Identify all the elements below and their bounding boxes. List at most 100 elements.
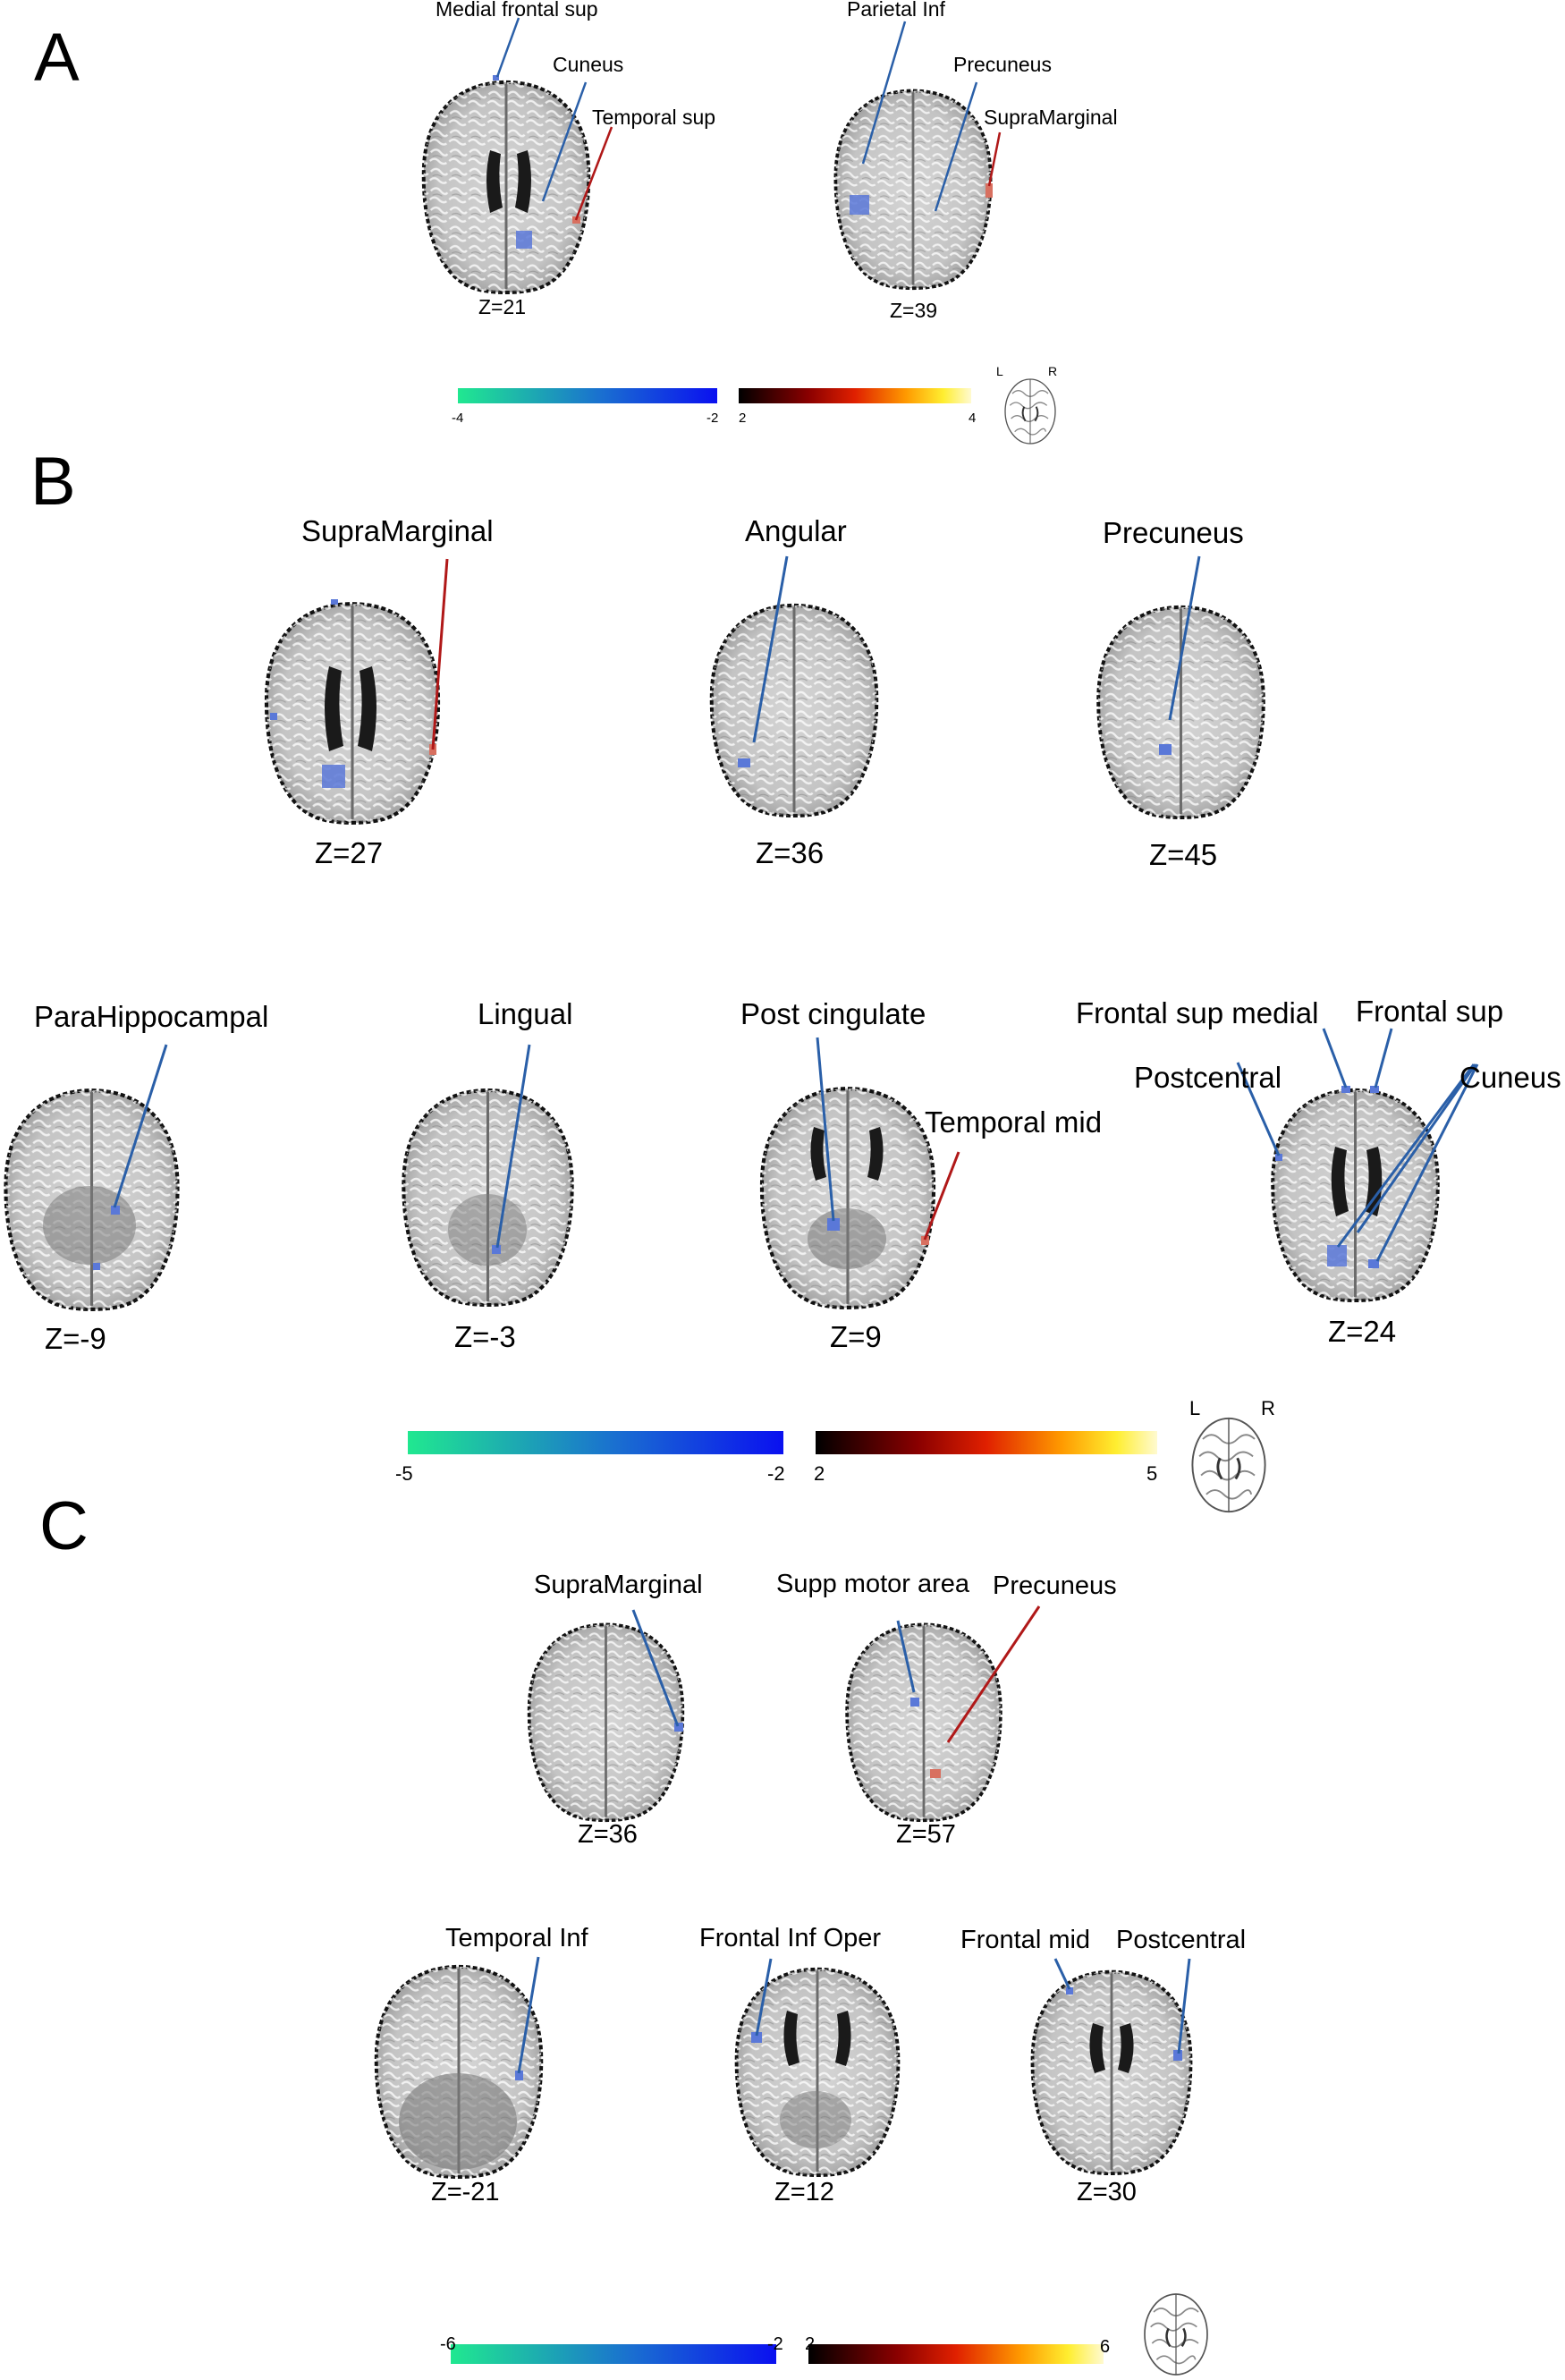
region-label: Temporal sup [592,106,715,129]
colorbar-tick: 2 [805,2334,815,2354]
slice-z-label: Z=36 [756,836,824,869]
region-label: Precuneus [1103,516,1244,549]
slice-c-z36: SupraMarginal Z=36 [527,1571,703,1849]
leader-line [1375,1063,1479,1262]
region-label: Temporal Inf [445,1924,589,1952]
colorbar-tick: 5 [1146,1462,1157,1485]
ventricle [810,1127,826,1181]
orientation-left: L [996,364,1003,378]
leader-line [861,21,907,165]
leader-line [1322,1028,1348,1088]
slice-z-label: Z=27 [315,836,383,869]
cerebellum [780,2091,851,2148]
leader-line [896,1620,916,1693]
cluster-negative [111,1206,120,1215]
region-label: Precuneus [993,1571,1117,1600]
slice-b-z24: Frontal sup medial Frontal sup Postcentr… [1076,995,1561,1348]
region-label: SupraMarginal [301,514,494,547]
brain-slice-image [266,604,438,823]
cluster-negative [751,2032,762,2043]
orientation-brain-icon [1143,2292,1209,2376]
slice-z-label: Z=-9 [45,1322,106,1355]
brain-slice-image [762,1088,934,1308]
colorbar-tick: -2 [767,1462,785,1485]
cerebellum [808,1208,886,1269]
cluster-negative [1159,744,1172,755]
panel-a: A Medial frontal sup Cuneus Temporal sup… [34,0,1118,445]
leader-line [1356,1063,1477,1233]
cluster-positive [986,183,993,198]
colorbar-tick: 4 [969,411,976,426]
cluster-negative [850,195,869,215]
region-label: SupraMarginal [984,106,1118,129]
ventricle [1118,2023,1134,2073]
region-label: Frontal sup [1356,995,1503,1028]
slice-a-z21: Medial frontal sup Cuneus Temporal sup Z… [421,0,715,318]
region-label: Postcentral [1116,1926,1246,1954]
cluster-negative [331,599,338,605]
cluster-negative [1368,1259,1379,1268]
orientation-b: L R [1189,1397,1275,1513]
colorbar-tick: -2 [706,411,718,426]
cluster-negative [1066,1987,1073,1995]
leader-line [946,1605,1041,1743]
panel-letter-a: A [34,20,80,96]
leader-line [574,126,613,221]
panel-letter-c: C [39,1488,89,1564]
colorbar-c: -6 -2 2 6 [440,2334,1110,2364]
ventricle [325,666,343,751]
brain-slice-image [845,1622,1002,1823]
cluster-negative [1173,2050,1182,2061]
slice-b-z9: Post cingulate Temporal mid Z=9 [740,997,1102,1353]
cerebellum [399,2073,517,2170]
region-label: Precuneus [953,53,1052,76]
colorbar-tick: -6 [440,2334,456,2354]
slice-z-label: Z=45 [1149,838,1217,871]
leader-line [1236,1062,1281,1156]
slice-c-zm21: Temporal Inf Z=-21 [374,1924,589,2206]
cluster-positive [930,1769,941,1778]
region-label: Frontal mid [960,1926,1090,1954]
leader-line [752,555,789,743]
slice-z-label: Z=30 [1077,2178,1137,2206]
slice-z-label: Z=57 [896,1820,956,1849]
slice-z-label: Z=39 [890,299,937,322]
cluster-negative [515,2071,523,2080]
brain-slice-image [421,80,591,295]
ventricle [1365,1147,1383,1216]
orientation-a: L R [996,364,1057,445]
region-label: Lingual [478,997,572,1030]
slice-b-zm9: ParaHippocampal Z=-9 [5,1000,268,1355]
cluster-negative [910,1698,919,1707]
slice-z-label: Z=-21 [431,2178,500,2206]
slice-z-label: Z=21 [478,295,526,318]
panel-c: C SupraMarginal Z=36 Supp motor area Pre… [39,1488,1246,2376]
leader-line [923,1151,960,1241]
ventricle [835,2011,851,2066]
brain-slice-image [1273,1090,1438,1300]
cluster-negative [270,713,277,720]
orientation-right: R [1261,1397,1275,1419]
ventricle [358,666,376,751]
leader-line [1053,1958,1071,1990]
slice-z-label: Z=-3 [454,1320,516,1353]
leader-line [987,131,1002,187]
slice-b-zm3: Lingual Z=-3 [403,997,572,1353]
slice-b-z45: Precuneus Z=45 [1098,516,1264,871]
cluster-negative [827,1218,840,1231]
leader-line [1374,1028,1393,1088]
cluster-negative [1275,1154,1282,1161]
cluster-negative [738,758,750,767]
region-label: Temporal mid [925,1105,1102,1139]
panel-b: B SupraMarginal Z=27 Angular Z=36 [5,444,1561,1513]
region-label: Frontal Inf Oper [699,1924,881,1952]
orientation-brain-icon [1003,377,1057,445]
brain-slice-image [1030,1969,1193,2176]
region-label: Supp motor area [776,1570,970,1598]
orientation-brain-icon [1190,1417,1267,1513]
region-label: Postcentral [1134,1061,1282,1094]
cerebellum [43,1186,136,1265]
brain-slice-image [833,89,993,291]
colorbar-tick: -5 [395,1462,413,1485]
ventricle [1089,2023,1105,2073]
